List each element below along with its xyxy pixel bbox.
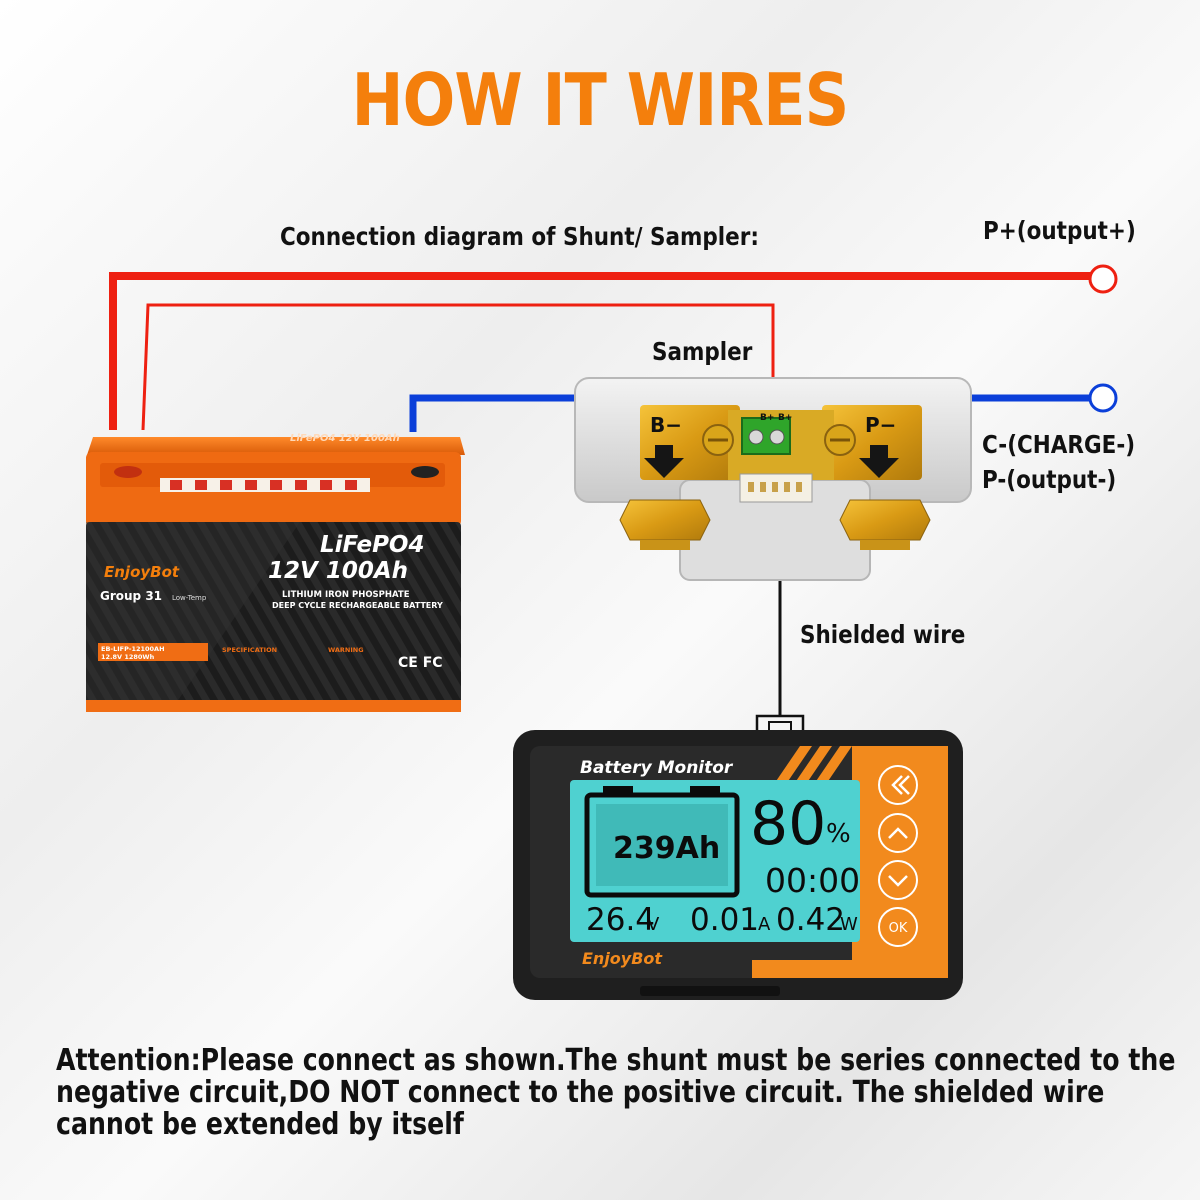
battery-spec-title: SPECIFICATION [222, 646, 277, 654]
monitor-power-unit: W [840, 914, 858, 935]
attention-line-1: Attention:Please connect as shown.The sh… [56, 1043, 1176, 1078]
battery-chemistry: LiFePO4 [320, 532, 424, 558]
monitor-percent: 80 [750, 789, 826, 859]
monitor-time: 00:00 [765, 861, 860, 900]
charge-minus-label: C-(CHARGE-) [982, 430, 1136, 459]
p-plus-label: P+(output+) [983, 216, 1136, 245]
sampler-label: Sampler [652, 337, 753, 366]
monitor-title: Battery Monitor [580, 758, 734, 778]
monitor-current: 0.01 [690, 902, 759, 938]
double-chevron-left-icon [891, 775, 903, 795]
monitor-percent-unit: % [826, 819, 851, 849]
battery-model: 12V 100Ah [268, 558, 408, 584]
battery-group: Group 31 [100, 589, 162, 603]
battery-sku: EB-LIFP-12100AH [101, 645, 165, 653]
battery-monitor [513, 730, 963, 1000]
attention-note: Attention:Please connect as shown.The sh… [56, 1043, 1176, 1142]
wire-sense-b-plus [141, 303, 775, 431]
p-minus-label: P-(output-) [982, 465, 1117, 494]
monitor-voltage: 26.4 [586, 902, 655, 938]
monitor-back-button[interactable] [878, 765, 918, 805]
battery-line-1: LITHIUM IRON PHOSPHATE [282, 590, 410, 600]
battery-brand: EnjoyBot [104, 563, 180, 581]
monitor-brand: EnjoyBot [582, 949, 663, 968]
monitor-ok-button[interactable]: OK [878, 907, 918, 947]
page-title: HOW IT WIRES [351, 58, 850, 142]
battery [86, 437, 465, 712]
monitor-voltage-unit: V [647, 914, 660, 935]
battery-negative-terminal [411, 466, 439, 478]
sampler [574, 377, 972, 581]
wire-negative [409, 383, 1118, 432]
monitor-down-button[interactable] [878, 860, 918, 900]
battery-energy: 12.8V 1280Wh [101, 653, 155, 661]
monitor-up-button[interactable] [878, 813, 918, 853]
sampler-p-minus: P− [865, 413, 896, 437]
shielded-wire-label: Shielded wire [800, 620, 966, 649]
battery-cert: CE FC [398, 655, 443, 671]
battery-low-temp: Low-Temp [172, 594, 207, 602]
monitor-current-unit: A [758, 914, 771, 935]
battery-positive-terminal [114, 466, 142, 478]
attention-line-2: negative circuit,DO NOT connect to the p… [56, 1075, 1105, 1110]
sampler-b-plus-1: B+ [760, 413, 774, 423]
lcd-screen [570, 780, 860, 942]
wire-p-plus [109, 264, 1118, 430]
sampler-b-minus: B− [650, 413, 682, 437]
battery-line-2: DEEP CYCLE RECHARGEABLE BATTERY [272, 601, 443, 610]
battery-warning-title: WARNING [328, 646, 364, 654]
attention-line-3: cannot be extended by itself [56, 1107, 464, 1142]
sampler-b-plus-2: B+ [778, 413, 792, 423]
monitor-ok-label: OK [889, 921, 908, 936]
monitor-power: 0.42 [776, 902, 845, 938]
chevron-down-icon [888, 875, 908, 887]
diagram-caption: Connection diagram of Shunt/ Sampler: [280, 222, 759, 251]
monitor-capacity: 239Ah [613, 831, 720, 866]
chevron-up-icon [888, 827, 908, 839]
battery-top-band: LiFePO4 12V 100Ah [290, 433, 400, 444]
